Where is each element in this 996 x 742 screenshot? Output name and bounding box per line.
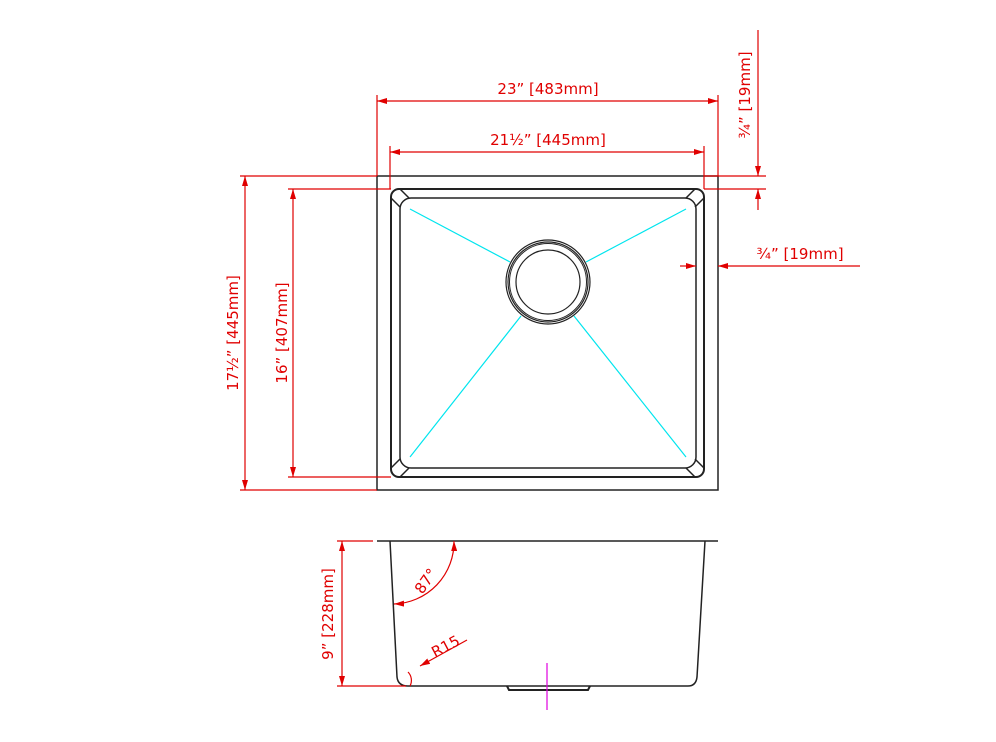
rim	[390, 188, 705, 478]
bowl-outline	[399, 197, 697, 469]
corner-marks	[390, 188, 705, 478]
side-view	[377, 540, 718, 710]
rim-top-label: ¾” [19mm]	[736, 51, 754, 138]
rim-side-label: ¾” [19mm]	[756, 245, 843, 263]
dimensions-top-view: 23” [483mm] 21½” [445mm] ¾” [19mm] ¾” [1…	[224, 30, 860, 491]
overall-width-label: 23” [483mm]	[497, 80, 598, 98]
drain	[505, 239, 591, 325]
height-label: 9” [228mm]	[319, 568, 337, 660]
corner-radius-label: R15	[428, 632, 463, 662]
top-view	[376, 175, 719, 491]
outer-flange	[376, 175, 719, 491]
inner-depth-label: 16” [407mm]	[273, 282, 291, 383]
wall-angle-label: 87°	[411, 565, 441, 597]
slope-lines	[409, 208, 687, 458]
inner-width-label: 21½” [445mm]	[490, 131, 606, 149]
overall-depth-label: 17½” [445mm]	[224, 275, 242, 391]
